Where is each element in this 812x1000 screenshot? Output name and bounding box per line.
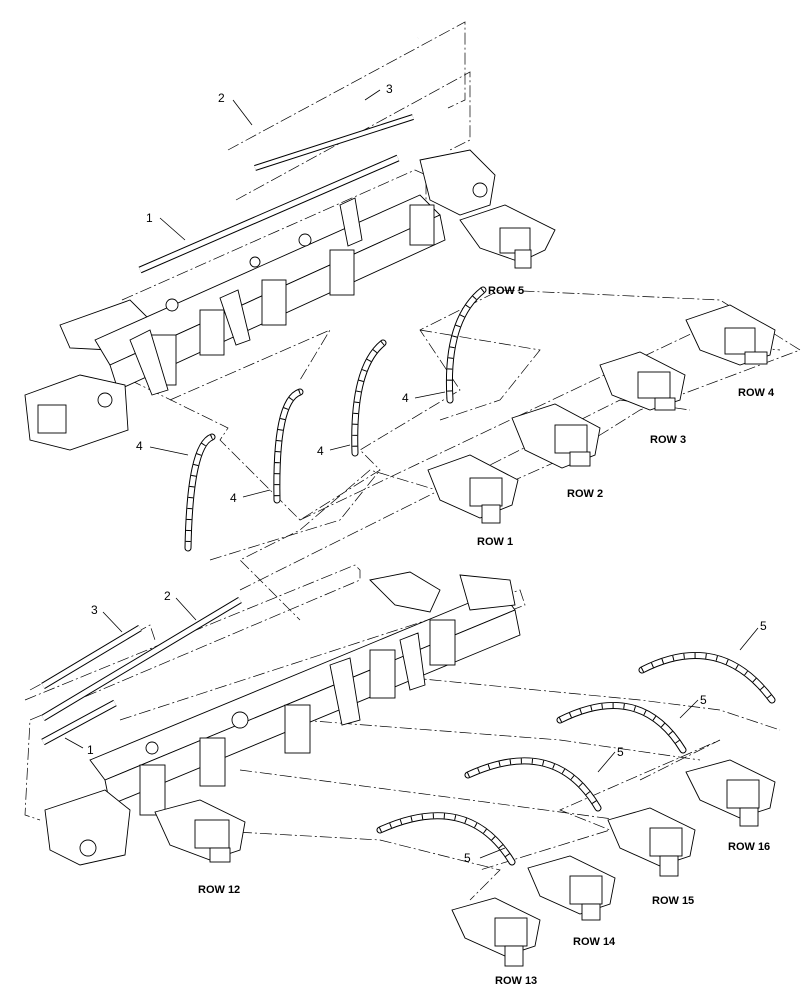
leader-upper-4d xyxy=(414,391,446,399)
leader-upper-3 xyxy=(364,89,381,101)
callout-upper-1: 1 xyxy=(146,211,153,225)
leader-upper-4c xyxy=(329,444,351,451)
hose-4-c xyxy=(351,339,387,457)
hose-5-b xyxy=(556,702,687,754)
row-unit-15 xyxy=(607,807,696,877)
row-label-13: ROW 13 xyxy=(495,975,537,987)
callout-lower-3: 3 xyxy=(91,603,98,617)
lower-boundary-hoses-3 xyxy=(239,769,621,821)
row-unit-13 xyxy=(451,897,541,967)
leader-lower-5b xyxy=(679,699,699,719)
callout-lower-5b: 5 xyxy=(700,693,707,707)
hose-4-d xyxy=(445,286,487,404)
rod-2-upper xyxy=(249,36,419,135)
lower-boundary-hoses xyxy=(329,669,781,731)
upper-assembly: 2 3 1 4 4 4 4 ROW 5 ROW 4 ROW 3 ROW 2 RO… xyxy=(24,21,801,621)
lower-boundary-hoses-2 xyxy=(299,719,701,761)
row-label-12: ROW 12 xyxy=(198,884,240,896)
leader-lower-3 xyxy=(102,611,123,633)
callout-upper-4a: 4 xyxy=(136,439,143,453)
leader-upper-4a xyxy=(149,446,189,456)
callout-upper-4c: 4 xyxy=(317,444,324,458)
row-label-14: ROW 14 xyxy=(573,936,616,948)
row-label-1: ROW 1 xyxy=(477,536,513,548)
hose-4-b xyxy=(273,388,304,504)
callout-upper-4b: 4 xyxy=(230,491,237,505)
upper-boundary-hoses xyxy=(129,289,801,621)
lower-assembly: 3 2 1 5 5 5 5 ROW 12 ROW 16 ROW 15 ROW 1… xyxy=(24,564,781,987)
upper-boundary-rod2 xyxy=(227,21,466,151)
callout-lower-1: 1 xyxy=(87,743,94,757)
lower-boundary-rows xyxy=(479,739,721,871)
callout-lower-5a: 5 xyxy=(760,619,767,633)
callout-upper-4d: 4 xyxy=(402,391,409,405)
row-unit-3 xyxy=(599,351,686,411)
hose-5-a xyxy=(638,652,776,704)
leader-lower-2 xyxy=(175,597,197,621)
row-label-15: ROW 15 xyxy=(652,895,694,907)
upper-boundary-rod3 xyxy=(235,71,471,201)
rod-1-lower xyxy=(41,699,117,746)
row-unit-4 xyxy=(685,304,776,366)
callout-lower-5c: 5 xyxy=(617,745,624,759)
hose-4-a xyxy=(184,433,216,552)
row-unit-12 xyxy=(154,799,246,863)
row-unit-14 xyxy=(527,855,616,921)
row-label-16: ROW 16 xyxy=(728,841,770,853)
upper-toolbar-frame xyxy=(24,149,496,451)
callout-lower-2: 2 xyxy=(164,589,171,603)
leader-upper-4b xyxy=(242,489,271,498)
row-unit-2 xyxy=(511,403,601,469)
callout-lower-5d: 5 xyxy=(464,851,471,865)
row-label-2: ROW 2 xyxy=(567,488,603,500)
hose-5-c xyxy=(464,757,602,812)
leader-lower-5d xyxy=(479,847,506,859)
rod-3-upper xyxy=(254,114,414,171)
lower-toolbar-frame xyxy=(44,571,521,866)
rod-1-upper xyxy=(138,154,400,274)
row-unit-1 xyxy=(427,454,519,524)
lower-boundary-hoses-4 xyxy=(199,829,501,901)
leader-lower-5c xyxy=(597,751,616,773)
row-unit-5 xyxy=(459,204,556,269)
leader-lower-1 xyxy=(64,737,84,749)
callout-upper-3: 3 xyxy=(386,82,393,96)
upper-boundary-rod1 xyxy=(121,169,427,301)
leader-lower-5a xyxy=(739,627,759,651)
row-unit-16 xyxy=(685,759,776,827)
lower-boundary-rods xyxy=(24,564,361,821)
row-label-4: ROW 4 xyxy=(738,387,775,399)
upper-boundary-hoses-5 xyxy=(209,469,381,561)
leader-upper-2 xyxy=(232,99,253,126)
rod-2-lower xyxy=(41,596,242,722)
callout-upper-2: 2 xyxy=(218,91,225,105)
row-label-3: ROW 3 xyxy=(650,434,686,446)
row-label-5: ROW 5 xyxy=(488,285,524,297)
rod-3-lower xyxy=(41,624,142,690)
hose-5-d xyxy=(376,812,516,866)
leader-upper-1 xyxy=(159,217,186,241)
upper-boundary-hoses-3 xyxy=(419,329,541,421)
